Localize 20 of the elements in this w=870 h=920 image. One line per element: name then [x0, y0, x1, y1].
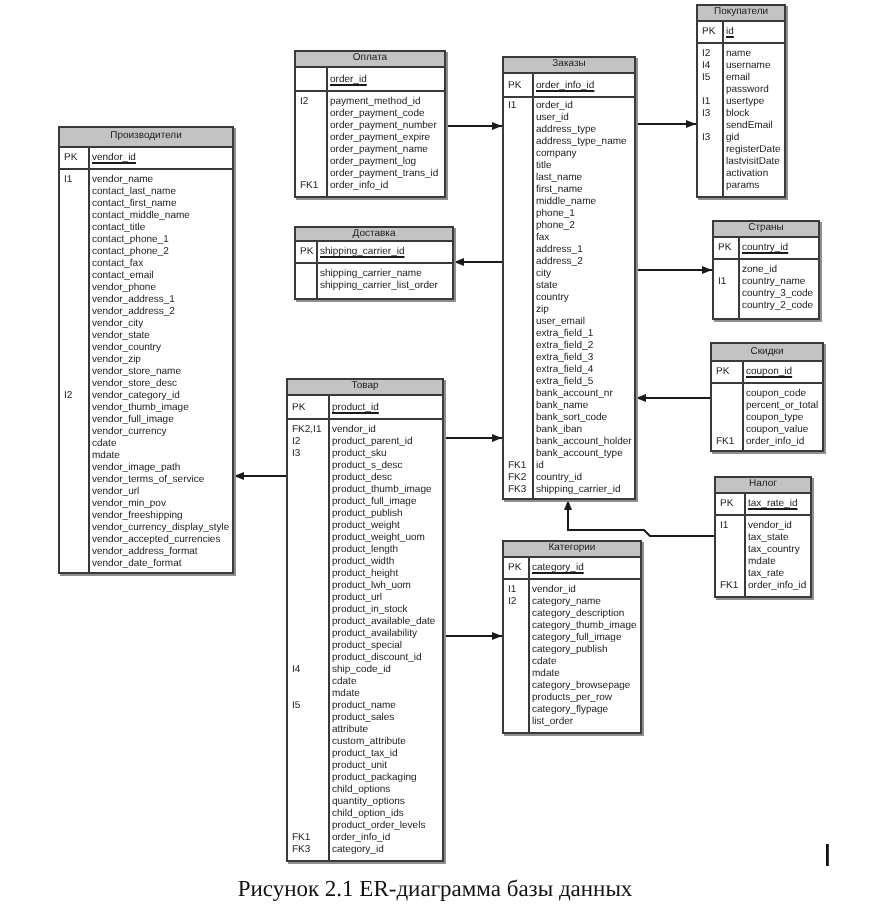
entity-table [714, 476, 812, 598]
entity-table [502, 540, 642, 734]
entity-table [294, 226, 454, 300]
entity-table [710, 342, 824, 452]
entity-table [286, 378, 444, 862]
relationship-arrow [635, 266, 713, 274]
relationship-arrow [233, 472, 287, 480]
entity-table [502, 56, 636, 500]
entity-table [696, 4, 786, 198]
relationship-arrow [635, 120, 697, 128]
relationship-arrow [453, 258, 503, 266]
figure-caption: Рисунок 2.1 ER-диаграмма базы данных [237, 876, 633, 904]
relationship-arrow [635, 394, 711, 402]
entity-table [712, 220, 820, 320]
relationship-arrow [564, 499, 715, 537]
entity-table [58, 126, 234, 574]
relationship-arrow [443, 434, 503, 442]
entity-table [294, 50, 446, 198]
relationship-arrow [443, 632, 503, 640]
relationship-arrow [445, 122, 503, 130]
